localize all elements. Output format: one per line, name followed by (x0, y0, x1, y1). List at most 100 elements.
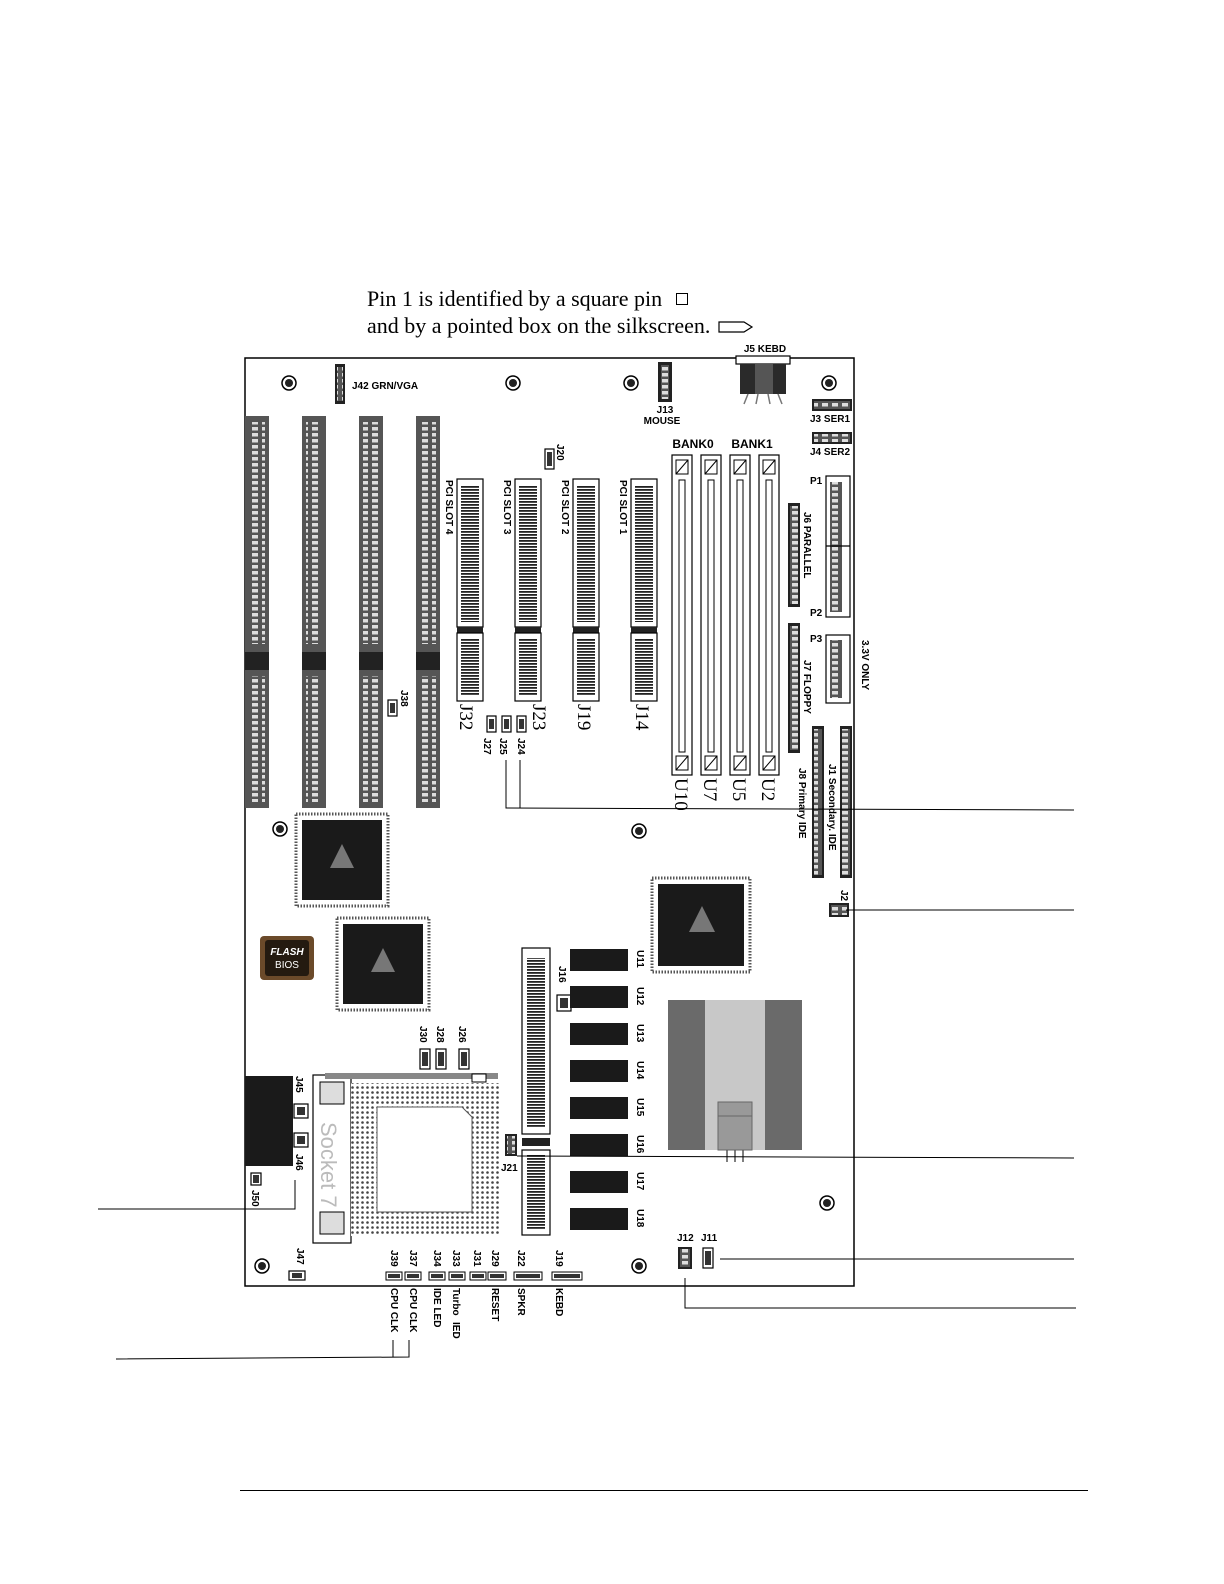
simm-socket-u2 (758, 454, 780, 776)
bios-label: BIOS (275, 960, 299, 971)
chip-logo-icon (371, 948, 395, 972)
callout-line-j21 (516, 1155, 1075, 1159)
header-j31: J31 IED (450, 1250, 487, 1339)
j45-jumper: J45 (293, 1076, 309, 1119)
u15-label: U15 (634, 1098, 645, 1117)
simm-sockets: U10 U7 U5 U2 (670, 454, 780, 811)
j21-jumper: J21 (501, 1134, 518, 1174)
j50-jumper: J50 (249, 1172, 262, 1207)
u16-label: U16 (634, 1135, 645, 1154)
p3-label: P3 (810, 634, 823, 645)
label-text: J37 (407, 1250, 418, 1267)
j12-label: J12 (677, 1233, 694, 1244)
label-text: RESET (489, 1288, 500, 1321)
pci-slot-4-label: PCI SLOT 4 (443, 480, 454, 535)
mounting-hole-icon (623, 375, 639, 391)
mounting-hole-icon (819, 1195, 835, 1211)
j13-label: J13 (657, 405, 674, 416)
u18-label: U18 (634, 1209, 645, 1228)
label-text: J33 (450, 1250, 461, 1267)
j21-label: J21 (501, 1163, 518, 1174)
j6-parallel-header: J6 PARALLEL (788, 503, 812, 607)
callout-line-j46 (98, 1180, 296, 1210)
3v3-only-label: 3.3V ONLY (859, 640, 870, 691)
p1-p2-power-connector: P1 P2 (810, 475, 851, 619)
cpu-socket-7: Socket 7 (312, 1073, 499, 1244)
simm-socket-u5 (729, 454, 751, 776)
footer-rule (240, 1490, 1088, 1491)
j46-jumper: J46 (293, 1132, 309, 1171)
label-text: Turbo (450, 1288, 461, 1316)
bank1-label: BANK1 (731, 437, 773, 451)
j7-floppy-header: J7 FLOPPY (788, 623, 812, 753)
simm-socket-u10 (671, 454, 693, 776)
label-text: J34 (431, 1250, 442, 1267)
socket-7-label: Socket 7 (316, 1122, 341, 1208)
j4-label: J4 SER2 (810, 447, 850, 458)
header-j37: J37 CPU CLK (404, 1250, 422, 1333)
chip-u15 (570, 1097, 628, 1119)
isa-slot (359, 416, 383, 808)
pci-slot-3-label: PCI SLOT 3 (501, 480, 512, 535)
j8-primary-ide-header: J8 Primary IDE (796, 726, 824, 878)
j38-jumper: J38 (387, 690, 409, 717)
p3-power-connector: P3 3.3V ONLY (810, 634, 870, 704)
label-text: CPU CLK (407, 1288, 418, 1333)
u17-label: U17 (634, 1172, 645, 1191)
caption-line-1: Pin 1 is identified by a square pin (367, 286, 688, 312)
mounting-hole-icon (254, 1258, 270, 1274)
j26-label: J26 (456, 1026, 467, 1043)
pci-slots: PCI SLOT 4 J32 PCI SLOT 3 J23 PCI SLOT 2… (443, 478, 658, 731)
chip-u13 (570, 1023, 628, 1045)
j28-jumper: J28 (434, 1026, 447, 1070)
caption-line-2: and by a pointed box on the silkscreen. (367, 313, 754, 339)
j38-label: J38 (398, 690, 409, 707)
mounting-hole-icon (272, 821, 288, 837)
u7-label: U7 (699, 778, 720, 801)
u2-label: U2 (757, 778, 778, 801)
label-text: J31 (471, 1250, 482, 1267)
pci-slot-2: PCI SLOT 2 J19 (559, 478, 600, 730)
u5-label: U5 (728, 778, 749, 801)
j28-label: J28 (434, 1026, 445, 1043)
isa-slot (245, 416, 269, 808)
j11-jumper: J11 (701, 1233, 718, 1269)
j1-secondary-ide-header: J1 Secondary. IDE (826, 726, 852, 878)
u13-label: U13 (634, 1024, 645, 1043)
chip-u16 (570, 1134, 628, 1156)
cache-slot (521, 947, 551, 1236)
dark-block (245, 1076, 293, 1166)
j1-label: J1 Secondary. IDE (826, 764, 837, 851)
bank0-label: BANK0 (672, 437, 714, 451)
label-text: J19 (553, 1250, 564, 1267)
j27-label: J27 (481, 738, 492, 755)
callout-line-cpu-clk (115, 1340, 410, 1360)
j25-label: J25 (497, 738, 508, 755)
chipset-chip-1 (294, 812, 390, 908)
u14-label: U14 (634, 1061, 645, 1080)
chip-u12 (570, 986, 628, 1008)
front-panel-headers: J39 CPU CLK J37 CPU CLK J34 IDE LED J33 … (385, 1250, 583, 1339)
j20-label: J20 (554, 444, 565, 461)
j16-jumper: J16 (556, 966, 572, 1012)
mounting-hole-icon (281, 375, 297, 391)
j3-ser1-header: J3 SER1 (810, 399, 852, 425)
mounting-holes (254, 375, 837, 1274)
j6-label: J6 PARALLEL (801, 512, 812, 579)
label-text: IDE LED (431, 1288, 442, 1327)
pci-slot-1-label: PCI SLOT 1 (617, 480, 628, 535)
label-text: J22 (515, 1250, 526, 1267)
callout-lines (98, 760, 1076, 1360)
mounting-hole-icon (631, 1258, 647, 1274)
j32-label: J32 (455, 704, 476, 730)
header-j22: J22 SPKR (513, 1250, 543, 1317)
j42-label: J42 GRN/VGA (352, 381, 418, 392)
pci-slot-3: PCI SLOT 3 J23 (501, 478, 549, 730)
j20-jumper: J20 (544, 444, 565, 470)
pci-slot-4: PCI SLOT 4 J32 (443, 478, 484, 730)
j30-label: J30 (417, 1026, 428, 1043)
isa-slot (302, 416, 326, 808)
j45-label: J45 (293, 1076, 304, 1093)
mounting-hole-icon (821, 375, 837, 391)
